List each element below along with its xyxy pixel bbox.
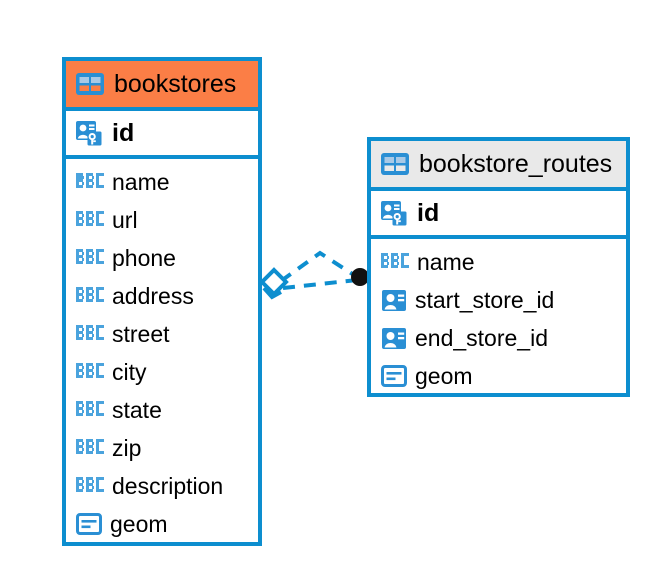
primary-key-icon (380, 198, 410, 228)
primary-key-icon (75, 118, 105, 148)
field-row-name[interactable]: name (371, 243, 626, 281)
field-row-description[interactable]: description (66, 467, 258, 505)
table-header-bookstores[interactable]: bookstores (66, 61, 258, 111)
field-row-geom[interactable]: geom (66, 505, 258, 543)
abc-text-icon (76, 477, 104, 495)
field-label: end_store_id (415, 324, 548, 351)
field-label: url (112, 206, 138, 233)
field-row-end-store-id[interactable]: end_store_id (371, 319, 626, 357)
abc-text-icon (76, 211, 104, 229)
field-label: id (417, 198, 440, 227)
field-row-id[interactable]: id (66, 111, 258, 159)
field-row-name[interactable]: name (66, 163, 258, 201)
table-title: bookstore_routes (419, 149, 613, 178)
abc-text-icon (76, 173, 104, 191)
field-label: name (417, 248, 475, 275)
field-label: geom (110, 510, 168, 537)
abc-text-icon (76, 325, 104, 343)
table-header-bookstore-routes[interactable]: bookstore_routes (371, 141, 626, 191)
field-label: state (112, 396, 162, 423)
table-bookstore-routes[interactable]: bookstore_routes id (367, 137, 630, 397)
relationship-line-upper (279, 250, 359, 283)
abc-text-icon (76, 287, 104, 305)
field-row-phone[interactable]: phone (66, 239, 258, 277)
foreign-key-icon (381, 288, 407, 312)
abc-text-icon (76, 401, 104, 419)
field-label: name (112, 168, 170, 195)
geometry-icon (76, 513, 102, 535)
field-list-bookstore-routes: name start_store_id (371, 239, 626, 395)
field-label: geom (415, 362, 473, 389)
geometry-icon (381, 365, 407, 387)
diamond-marker (259, 267, 289, 300)
field-list-bookstores: name (66, 159, 258, 543)
abc-text-icon (76, 439, 104, 457)
field-row-state[interactable]: state (66, 391, 258, 429)
field-label: id (112, 118, 135, 147)
table-icon (75, 72, 105, 96)
field-label: city (112, 358, 147, 385)
table-bookstores[interactable]: bookstores id (62, 57, 262, 546)
field-row-id[interactable]: id (371, 191, 626, 239)
field-label: description (112, 472, 224, 499)
field-row-url[interactable]: url (66, 201, 258, 239)
relationship-line-lower (282, 278, 358, 290)
table-icon (380, 152, 410, 176)
field-row-zip[interactable]: zip (66, 429, 258, 467)
field-label: phone (112, 244, 176, 271)
field-row-start-store-id[interactable]: start_store_id (371, 281, 626, 319)
field-label: zip (112, 434, 142, 461)
field-row-city[interactable]: city (66, 353, 258, 391)
field-label: address (112, 282, 194, 309)
field-label: start_store_id (415, 286, 555, 313)
field-row-address[interactable]: address (66, 277, 258, 315)
field-label: street (112, 320, 170, 347)
abc-text-icon (76, 249, 104, 267)
field-row-street[interactable]: street (66, 315, 258, 353)
foreign-key-icon (381, 326, 407, 350)
field-row-geom[interactable]: geom (371, 357, 626, 395)
table-title: bookstores (114, 69, 237, 98)
abc-text-icon (76, 363, 104, 381)
abc-text-icon (381, 253, 409, 271)
